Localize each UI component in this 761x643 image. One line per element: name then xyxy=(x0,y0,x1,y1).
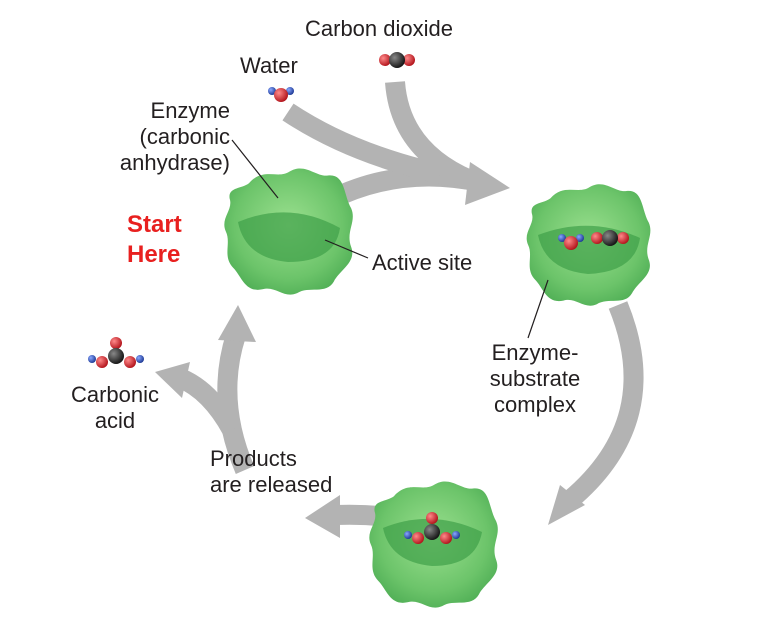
co2-molecule xyxy=(379,52,415,68)
complex-line: Enzyme- xyxy=(491,340,579,365)
products-line: are released xyxy=(210,472,333,497)
label-enzyme-line: (carbonic xyxy=(139,124,230,149)
enzyme-product-complex xyxy=(369,481,498,608)
start-line: Here xyxy=(127,241,181,268)
bound-co2 xyxy=(591,230,629,246)
label-active-site: Active site xyxy=(372,250,473,275)
label-enzyme-substrate-complex: Enzyme- substrate complex xyxy=(470,340,600,418)
label-enzyme: Enzyme (carbonic anhydrase) xyxy=(90,98,230,176)
enzyme-free xyxy=(224,168,353,295)
arrowheads xyxy=(155,162,585,538)
carbonic-acid-line: Carbonic xyxy=(70,382,160,407)
start-line: Start xyxy=(127,211,182,238)
label-carbonic-acid: Carbonic acid xyxy=(50,382,180,434)
carbonic-acid-line: acid xyxy=(94,408,136,433)
complex-line: substrate xyxy=(489,366,581,391)
label-enzyme-line: Enzyme xyxy=(150,98,230,123)
products-line: Products xyxy=(210,446,297,471)
arrow-co2 xyxy=(385,80,475,190)
bound-water xyxy=(558,234,584,250)
label-water: Water xyxy=(240,53,298,78)
leader-lines xyxy=(231,139,549,339)
start-here-label: Start Here xyxy=(127,210,182,270)
carbonic-acid-molecule xyxy=(88,337,144,368)
label-products-released: Products are released xyxy=(210,446,332,498)
bound-carbonic-acid xyxy=(404,512,460,544)
label-carbon-dioxide: Carbon dioxide xyxy=(305,16,453,41)
arrow-left xyxy=(217,331,255,474)
arrow-right xyxy=(563,301,644,508)
water-molecule xyxy=(268,87,294,102)
label-enzyme-line: anhydrase) xyxy=(119,150,230,175)
complex-line: complex xyxy=(494,392,576,417)
